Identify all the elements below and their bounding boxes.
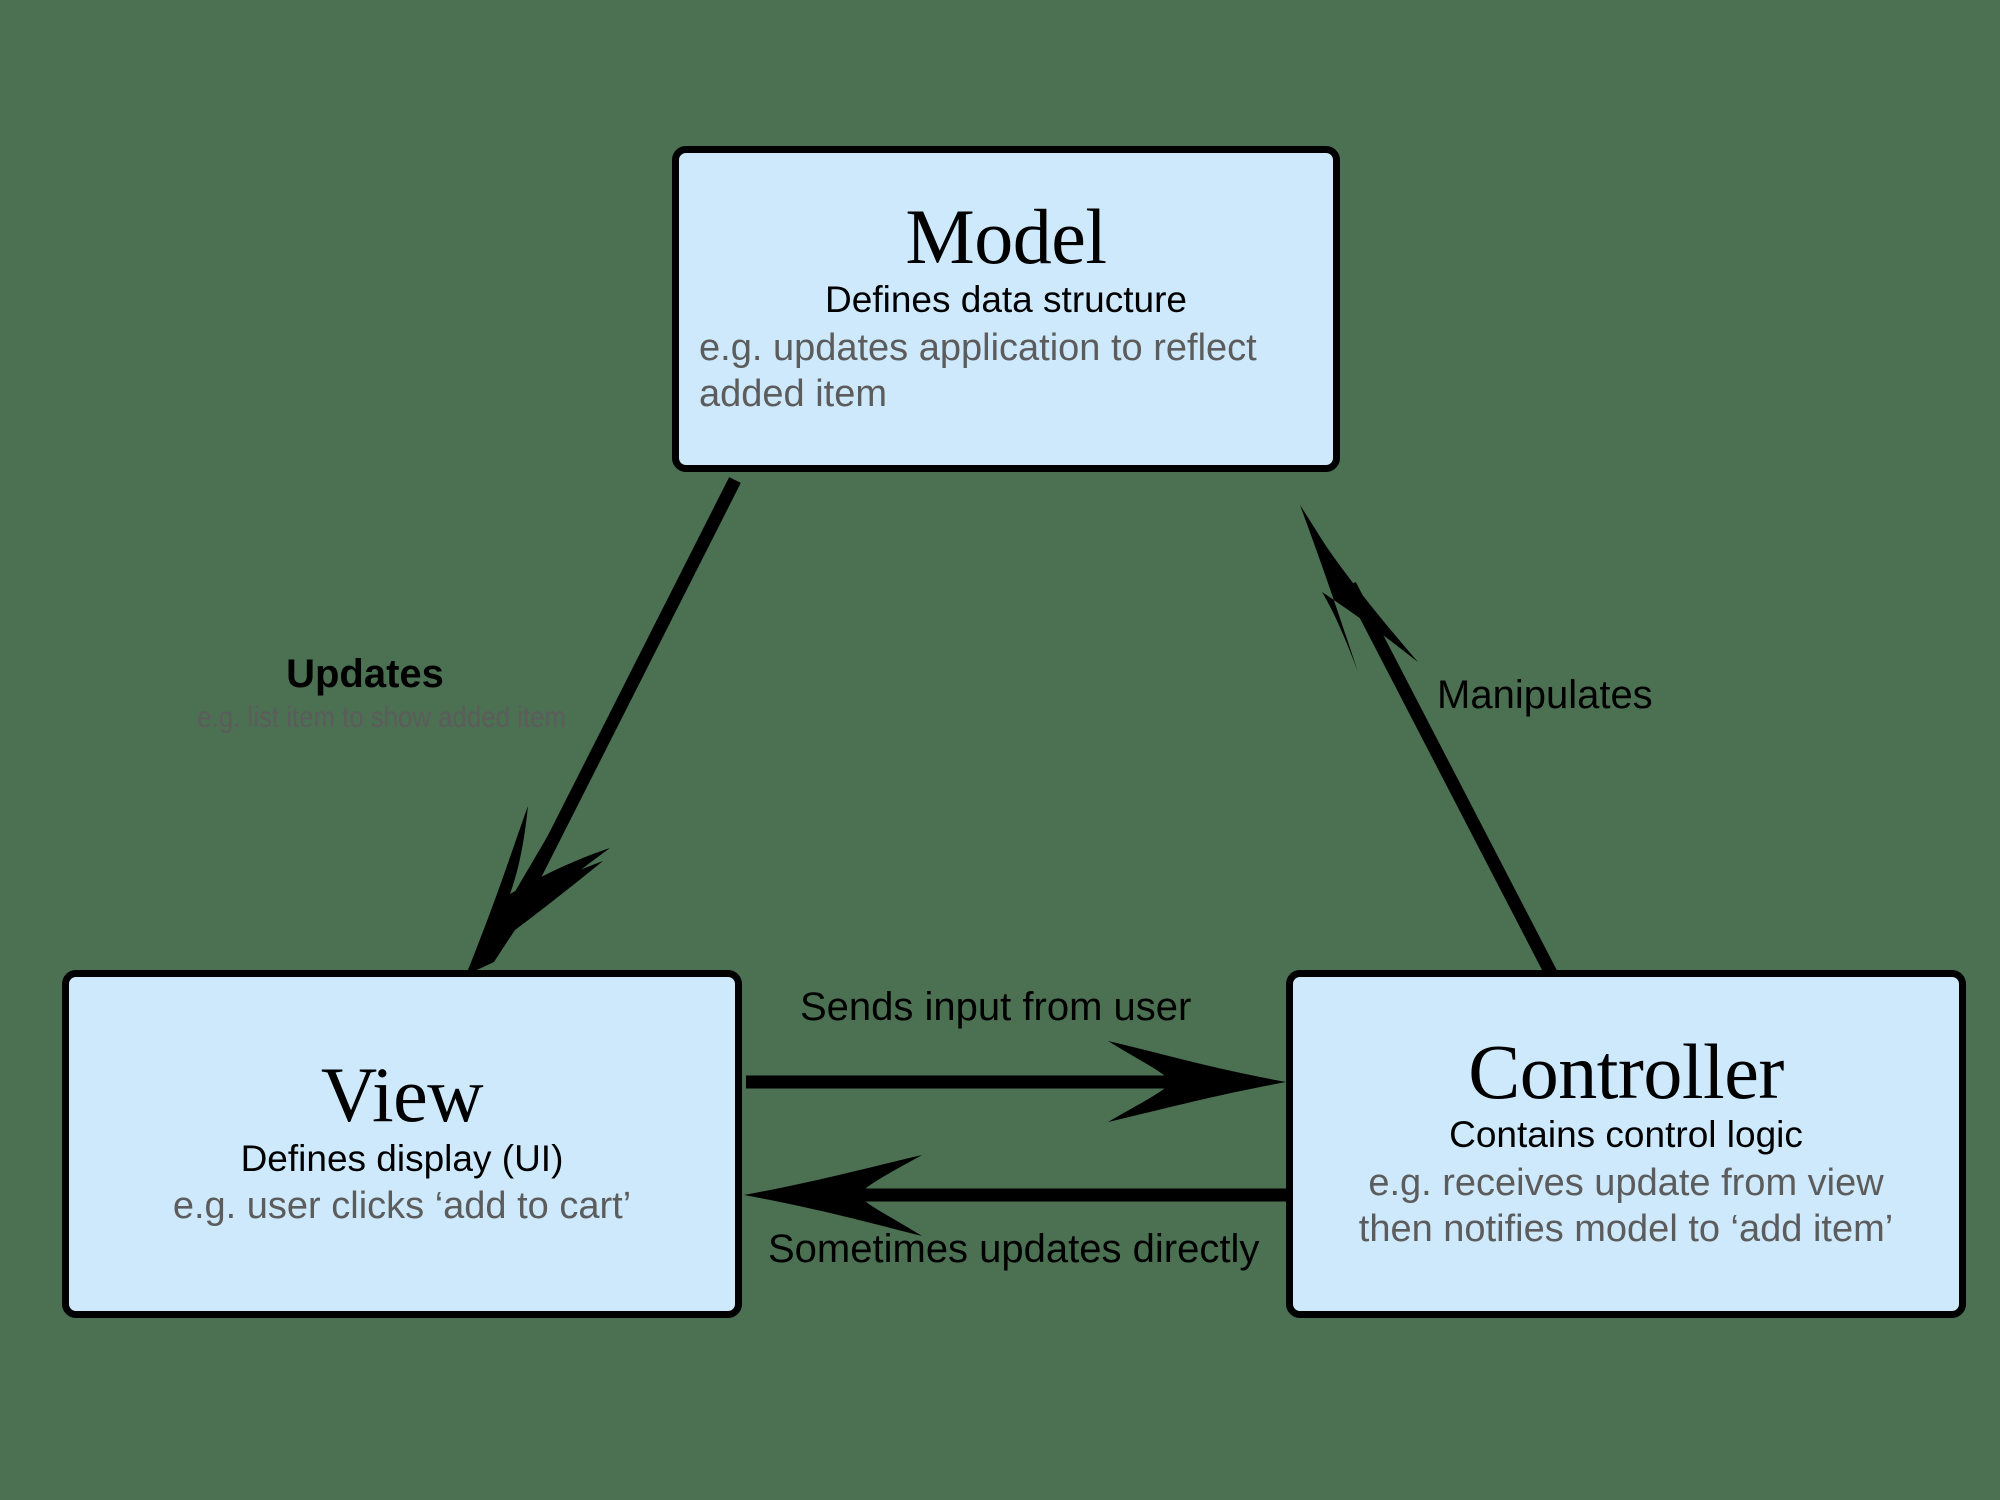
node-model[interactable]: Model Defines data structure e.g. update…	[672, 146, 1340, 472]
edge-controller-to-view-arrowhead	[744, 1155, 922, 1236]
node-controller-title: Controller	[1468, 1028, 1784, 1116]
edge-label-sends-input: Sends input from user	[800, 985, 1191, 1029]
node-controller-example: e.g. receives update from view then noti…	[1358, 1162, 1894, 1251]
edge-view-to-controller	[746, 1041, 1286, 1122]
edge-model-to-view	[466, 477, 741, 975]
node-view-subtitle: Defines display (UI)	[240, 1137, 564, 1179]
node-controller-subtitle: Contains control logic	[1449, 1114, 1803, 1156]
edge-label-sometimes-updates-main: Sometimes updates directly	[768, 1227, 1260, 1271]
edge-controller-to-model-arrowhead	[1300, 505, 1418, 672]
edge-model-to-view-line	[514, 477, 741, 908]
edge-label-sends-input-main: Sends input from user	[800, 985, 1192, 1029]
edge-label-updates: Updates e.g. list item to show added ite…	[170, 652, 566, 736]
edge-controller-to-view	[744, 1155, 1286, 1236]
edge-model-to-view-arrowhead-barb	[466, 806, 610, 975]
node-controller[interactable]: Controller Contains control logic e.g. r…	[1286, 970, 1966, 1318]
node-model-title: Model	[905, 193, 1107, 281]
edge-label-updates-sub: e.g. list item to show added item	[197, 701, 566, 734]
edge-controller-to-model	[1300, 505, 1558, 978]
node-view-title: View	[320, 1051, 484, 1139]
edge-controller-to-model-line	[1344, 582, 1558, 978]
edge-view-to-controller-arrowhead	[1108, 1041, 1286, 1122]
edge-label-sometimes-updates: Sometimes updates directly	[768, 1227, 1259, 1271]
node-view[interactable]: View Defines display (UI) e.g. user clic…	[62, 970, 742, 1318]
edge-label-manipulates-main: Manipulates	[1437, 673, 1653, 717]
edge-label-updates-main: Updates	[286, 652, 444, 696]
edge-label-manipulates: Manipulates	[1437, 673, 1653, 717]
node-model-example: e.g. updates application to reflect adde…	[699, 327, 1257, 416]
node-model-subtitle: Defines data structure	[825, 279, 1187, 321]
node-view-example: e.g. user clicks ‘add to cart’	[172, 1185, 632, 1228]
